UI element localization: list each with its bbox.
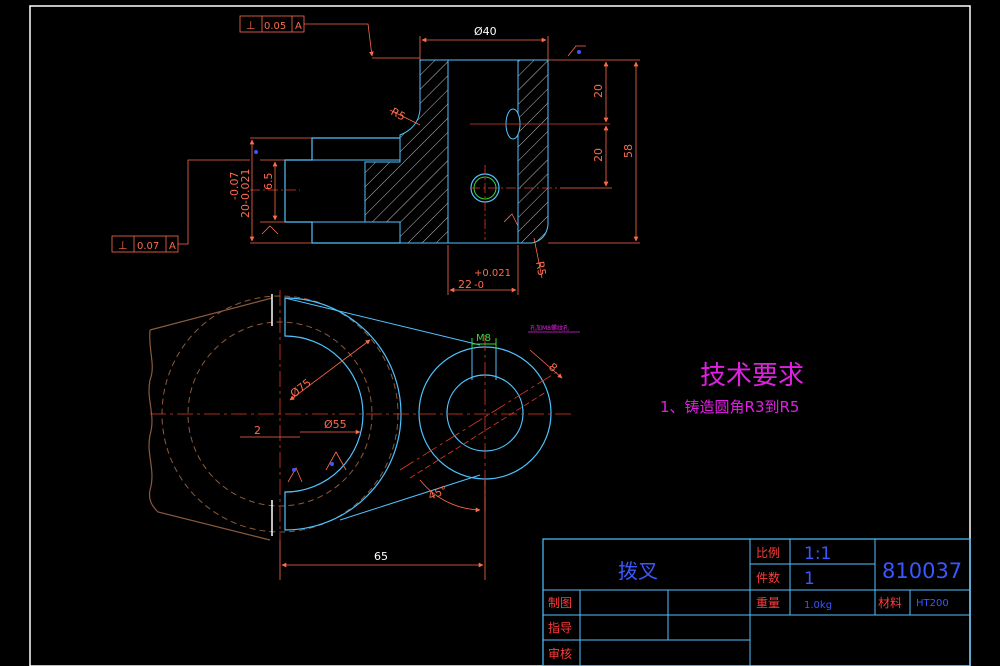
plan-view [148,290,572,541]
tol-left-value: 0.07 [137,241,159,252]
tolerance-frame-top: ⊥ 0.05 A [239,15,420,59]
dim-d55: Ø55 [324,418,347,431]
dim-6-5: 6.5 [262,173,275,191]
weight-label: 重量 [756,596,780,610]
hatch-region-left [364,59,449,244]
dim-bore-22: 22 [458,278,472,291]
section-view [250,59,610,244]
dim-bore-upper-tol: +0.021 [474,268,511,279]
tol-top-symbol: ⊥ [246,19,256,32]
scale-value: 1:1 [804,544,831,564]
dim-65: 65 [374,550,388,563]
tech-requirements-title: 技术要求 [700,361,804,391]
tol-left-symbol: ⊥ [118,239,128,252]
dim-8: 8 [546,360,560,374]
dim-tol-upper: -0.07 [228,172,241,200]
hub-bore [446,374,524,452]
section-dimensions: Ø40 20 20 58 R5 R5 6.5 -0.07 20-0.021 22… [228,25,640,295]
qty-label: 件数 [756,570,780,585]
title-block: 拨叉 比例 1:1 件数 1 810037 制图 重量 1.0kg 材料 HT2… [542,538,971,666]
material-value: HT200 [916,598,949,609]
dim-r5-bottom: R5 [533,260,548,277]
material-label: 材料 [878,596,902,610]
hatch-region-right [517,59,549,244]
tolerance-frame-left: ⊥ 0.07 A [111,159,250,253]
dim-d40: Ø40 [474,25,497,38]
dim-bore-lower-tol: -0 [474,280,484,291]
tol-top-value: 0.05 [264,21,286,32]
small-note: 孔加M8螺纹孔 [530,324,569,332]
break-line [148,329,271,541]
roughness-symbol-bore [503,213,519,227]
dim-2: 2 [254,424,261,437]
drawing-border [29,5,971,666]
weight-value: 1.0kg [804,600,832,611]
dim-58: 58 [622,144,635,158]
drawing-number: 810037 [882,559,962,583]
plan-dimensions: Ø75 Ø55 2 65 45° 8 M8 孔加M8螺纹孔 [240,324,580,580]
tech-requirements-note: 1、铸造圆角R3到R5 [660,398,799,416]
dim-20-lower: 20 [592,148,605,162]
part-name: 拨叉 [618,559,658,583]
dim-m8: M8 [476,333,491,344]
dim-d75: Ø75 [288,376,314,400]
dim-20-upper: 20 [592,84,605,98]
drawn-label: 制图 [548,596,572,610]
qty-value: 1 [804,569,815,589]
guide-label: 指导 [548,620,572,635]
review-label: 审核 [548,646,572,661]
arm-profile [284,137,400,244]
roughness-symbol-left [261,225,279,235]
bore-channel [447,59,519,244]
dim-r5-top: R5 [389,105,408,123]
scale-label: 比例 [756,546,780,560]
roughness-symbol-top [567,45,586,57]
tol-top-datum: A [295,21,302,32]
dim-tol-lower: 20-0.021 [239,169,252,218]
tol-left-datum: A [169,241,176,252]
